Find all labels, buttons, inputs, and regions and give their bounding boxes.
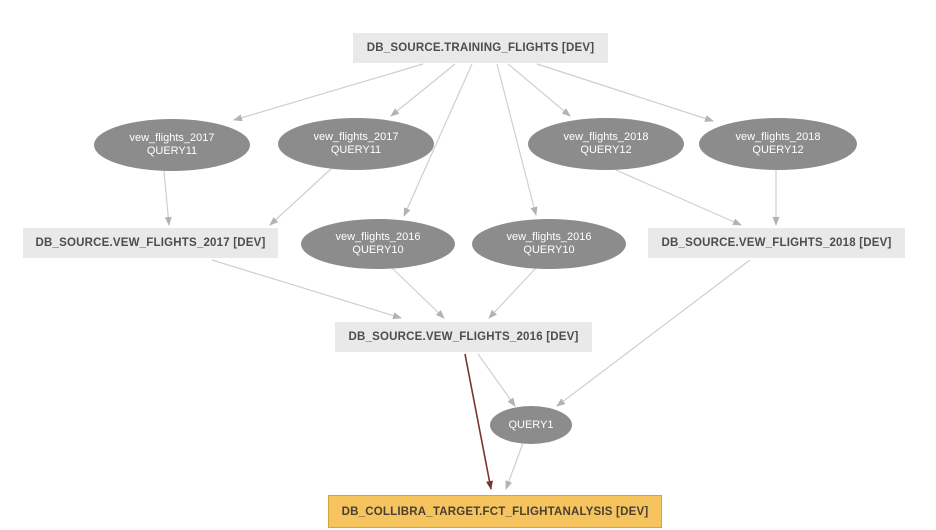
node-label: DB_SOURCE.TRAINING_FLIGHTS [DEV] [366,42,595,54]
node-sublabel: QUERY11 [146,145,198,157]
node-sublabel: QUERY11 [330,144,382,156]
node-label: DB_SOURCE.VEW_FLIGHTS_2017 [DEV] [35,237,266,249]
node-vew-flights-2016[interactable]: DB_SOURCE.VEW_FLIGHTS_2016 [DEV] [335,322,592,352]
node-query1[interactable]: QUERY1 [490,406,572,444]
node-fct-flightanalysis[interactable]: DB_COLLIBRA_TARGET.FCT_FLIGHTANALYSIS [D… [328,495,662,528]
lineage-edge-training_flights-to-vew_flights_2017_q11_a [233,63,424,122]
node-sublabel: QUERY12 [580,144,632,156]
node-label: vew_flights_2017 [129,132,215,144]
node-vew-flights-2018[interactable]: DB_SOURCE.VEW_FLIGHTS_2018 [DEV] [648,228,905,258]
node-label: vew_flights_2017 [313,131,399,143]
node-sublabel: QUERY10 [352,244,404,256]
lineage-edge-training_flights-to-vew_flights_2016_q10_b [496,63,538,216]
lineage-edge-query1-to-fct_flightanalysis [505,442,524,490]
node-label: DB_COLLIBRA_TARGET.FCT_FLIGHTANALYSIS [D… [341,505,649,518]
lineage-edge-vew_flights_2018-to-query1 [556,259,751,407]
node-label: vew_flights_2016 [335,231,421,243]
lineage-edge-training_flights-to-vew_flights_2016_q10_a [403,63,473,217]
node-label: DB_SOURCE.VEW_FLIGHTS_2016 [DEV] [348,331,579,343]
node-label: vew_flights_2018 [735,131,821,143]
node-sublabel: QUERY12 [752,144,804,156]
lineage-edge-training_flights-to-vew_flights_2017_q11_b [390,63,456,117]
node-label: QUERY1 [508,418,554,431]
lineage-edge-vew_flights_2016-to-query1 [477,353,516,407]
lineage-edge-vew_flights_2017_q11_b-to-vew_flights_2017 [269,167,333,226]
node-vew-flights-2017[interactable]: DB_SOURCE.VEW_FLIGHTS_2017 [DEV] [23,228,278,258]
node-training-flights[interactable]: DB_SOURCE.TRAINING_FLIGHTS [DEV] [353,33,608,63]
lineage-edge-vew_flights_2016_q10_a-to-vew_flights_2016 [391,267,445,319]
node-label: DB_SOURCE.VEW_FLIGHTS_2018 [DEV] [661,237,892,249]
lineage-edge-vew_flights_2018_q12_a-to-vew_flights_2018 [615,169,742,226]
node-sublabel: QUERY10 [523,244,575,256]
lineage-edge-vew_flights_2017-to-vew_flights_2016 [211,259,402,319]
lineage-edge-training_flights-to-vew_flights_2018_q12_b [536,63,714,122]
node-label: vew_flights_2016 [506,231,592,243]
lineage-edge-vew_flights_2016-to-fct_flightanalysis [464,353,493,490]
node-label: vew_flights_2018 [563,131,649,143]
lineage-edge-vew_flights_2017_q11_a-to-vew_flights_2017 [163,170,172,226]
lineage-edge-vew_flights_2016_q10_b-to-vew_flights_2016 [488,267,537,319]
lineage-edge-training_flights-to-vew_flights_2018_q12_a [507,63,571,117]
